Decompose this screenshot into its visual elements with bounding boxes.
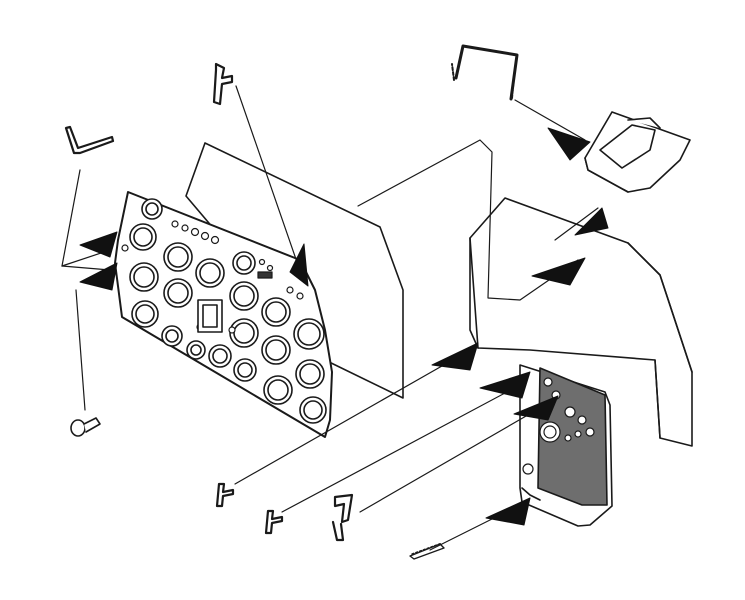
arrow-shroud-mid [531, 257, 586, 286]
gunsight-frame [451, 44, 519, 101]
instrument-gauges [129, 198, 327, 424]
arrow-console-mid [513, 395, 559, 421]
bracket-lower-2 [264, 509, 284, 535]
instrument-panel [114, 191, 333, 438]
bracket-lower-1 [215, 482, 235, 508]
bracket-lower-3 [333, 493, 354, 524]
center-console [519, 364, 613, 527]
bracket-l-shape [64, 125, 115, 155]
arrow-gunsight [547, 127, 591, 161]
arrow-shroud-left [431, 342, 479, 371]
arrow-console-bottom [485, 497, 531, 526]
knob [70, 417, 101, 437]
console-knobs [522, 377, 595, 475]
arrow-bracket-upper [79, 231, 118, 258]
arrow-bracket-lower [79, 262, 118, 291]
panel-display [197, 299, 223, 333]
gunsight [584, 111, 691, 193]
assembly-arrows [79, 127, 609, 526]
arrow-shroud-top [574, 207, 609, 236]
arrow-panel-top [289, 243, 309, 287]
arrow-console-top [479, 371, 531, 399]
leader-lines [61, 85, 599, 551]
bracket-top-center [212, 62, 234, 106]
small-brackets [64, 62, 354, 542]
